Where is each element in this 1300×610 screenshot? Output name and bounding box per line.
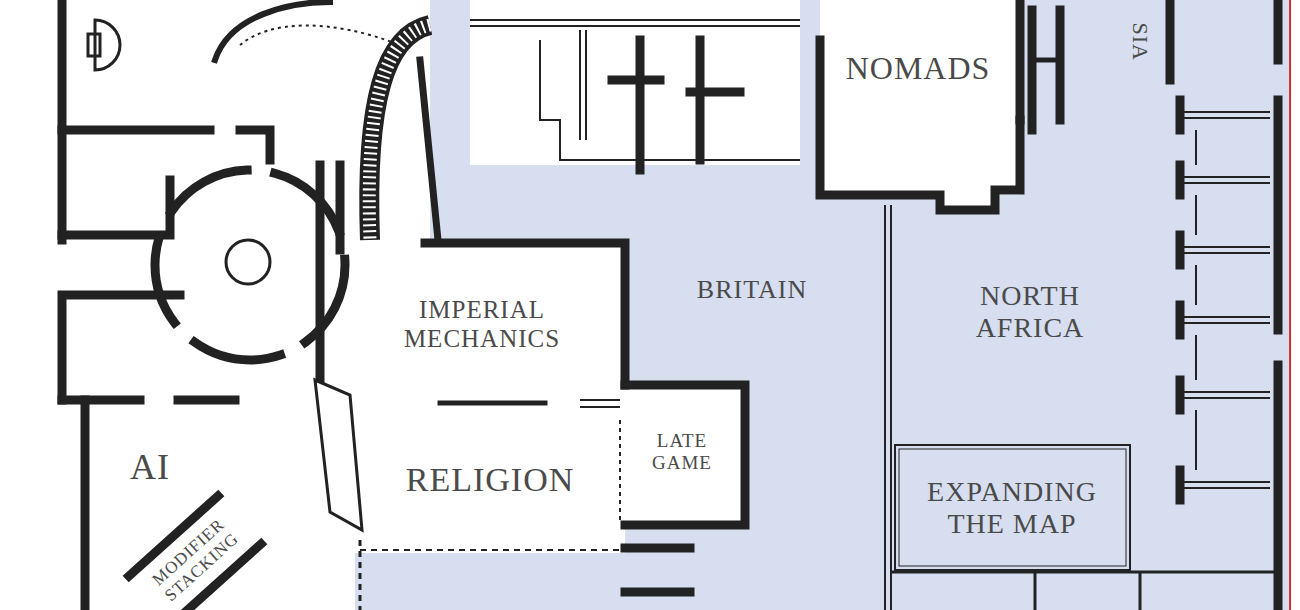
- wall: [420, 60, 438, 240]
- wall: [1016, 0, 1025, 120]
- blue-ground: [355, 0, 1290, 610]
- dome-wall: [215, 2, 330, 60]
- wall: [62, 130, 270, 160]
- room-label: EXPANDING THE MAP: [902, 476, 1122, 540]
- white-ground: [355, 0, 430, 250]
- room-label: RELIGION: [406, 460, 575, 499]
- walls: [612, 0, 1170, 210]
- wall: [820, 40, 1020, 210]
- wall: [625, 548, 690, 592]
- wall: [625, 385, 745, 525]
- wall: [1032, 10, 1060, 130]
- thin-wall: [890, 572, 1280, 610]
- room-label: AI: [130, 447, 170, 488]
- white-ground: [625, 388, 745, 525]
- room-label: MODIFIER STACKING: [141, 509, 249, 610]
- room-label: NORTH AFRICA: [950, 280, 1110, 344]
- wall: [81, 400, 90, 610]
- room-label: BRITAIN: [697, 275, 807, 305]
- room-label: SIA: [1127, 23, 1152, 61]
- thin-wall: [1032, 58, 1060, 63]
- wall: [612, 40, 660, 170]
- wall: [1166, 0, 1175, 80]
- thin-wall: [885, 205, 891, 610]
- thin-wall: [470, 20, 800, 26]
- room-outline: [899, 449, 1126, 566]
- pillar: [226, 240, 270, 284]
- wall: [62, 180, 170, 235]
- thin-wall: [580, 400, 620, 407]
- edge-line: [1289, 0, 1291, 610]
- walls: [1180, 0, 1278, 610]
- wall: [58, 0, 67, 240]
- door-leaf: [315, 380, 362, 530]
- thin-wall: [580, 30, 586, 140]
- white-ground: [355, 245, 625, 553]
- wall: [690, 40, 740, 160]
- altar-symbol: [88, 34, 100, 56]
- white-ground: [820, 0, 1020, 210]
- wall: [336, 165, 345, 250]
- wall: [440, 401, 545, 406]
- dashed-wall: [619, 420, 621, 520]
- thin-wall: [1195, 130, 1197, 470]
- room-outline: [895, 445, 1130, 570]
- wall: [316, 165, 325, 380]
- wall: [1176, 100, 1185, 500]
- stair-treads: [369, 25, 430, 240]
- room-label: IMPERIAL MECHANICS: [367, 296, 597, 354]
- dashed-wall: [360, 549, 620, 551]
- dome-line: [240, 25, 400, 45]
- walls: [62, 0, 438, 610]
- thin-wall: [1180, 112, 1270, 488]
- room-label: NOMADS: [846, 50, 991, 87]
- wall: [1274, 0, 1283, 610]
- stairs: [369, 25, 430, 240]
- room-label: LATE GAME: [637, 430, 727, 474]
